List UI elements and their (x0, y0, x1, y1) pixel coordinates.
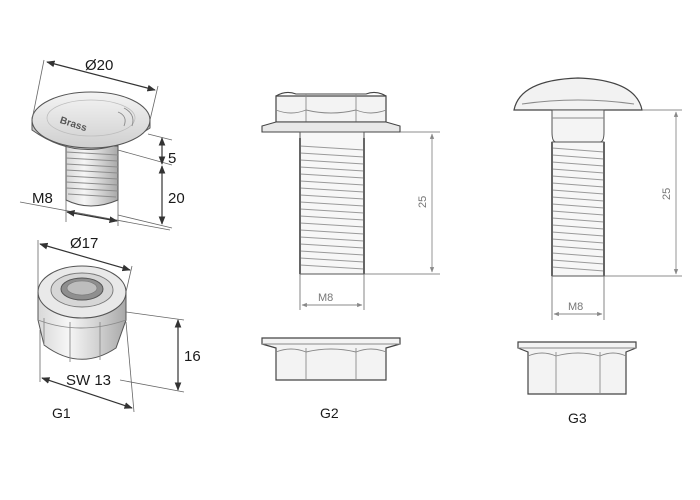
g3-caption: G3 (568, 410, 587, 426)
g2-length-label: 25 (417, 196, 429, 208)
g1-nut-diameter-dim (39, 242, 131, 272)
g2-bolt: 25 M8 (261, 91, 440, 310)
g1-nut-height-label: 16 (184, 348, 201, 365)
g3-bolt-head (513, 77, 643, 111)
g1-wrench-size-label: SW 13 (66, 372, 111, 389)
g1-head-height-label: 5 (168, 150, 176, 167)
g3-thread-label: M8 (568, 301, 583, 313)
g2-thread-label: M8 (318, 292, 333, 304)
g1-nut: Ø17 16 SW 13 (37, 235, 201, 413)
g1-head-diameter-label: Ø20 (85, 57, 113, 74)
g1-caption: G1 (52, 405, 71, 421)
g1-bolt-thread (65, 151, 119, 198)
g1-shank-length-label: 20 (168, 190, 185, 207)
g3-thread (551, 147, 605, 272)
g3-length-label: 25 (661, 188, 673, 200)
g1-head-diameter-dim (46, 60, 156, 92)
g1-wrench-size-dim (41, 377, 133, 409)
g1-nut-diameter-label: Ø17 (70, 235, 98, 252)
g1-thread-label: M8 (32, 190, 53, 207)
g1-bolt: Brass Ø20 5 20 M8 (19, 57, 185, 231)
g2-thread (299, 145, 365, 270)
g3-nut (517, 341, 637, 395)
g2-nut (261, 337, 401, 381)
g2-caption: G2 (320, 405, 339, 421)
g3-bolt: 25 M8 (513, 77, 682, 320)
